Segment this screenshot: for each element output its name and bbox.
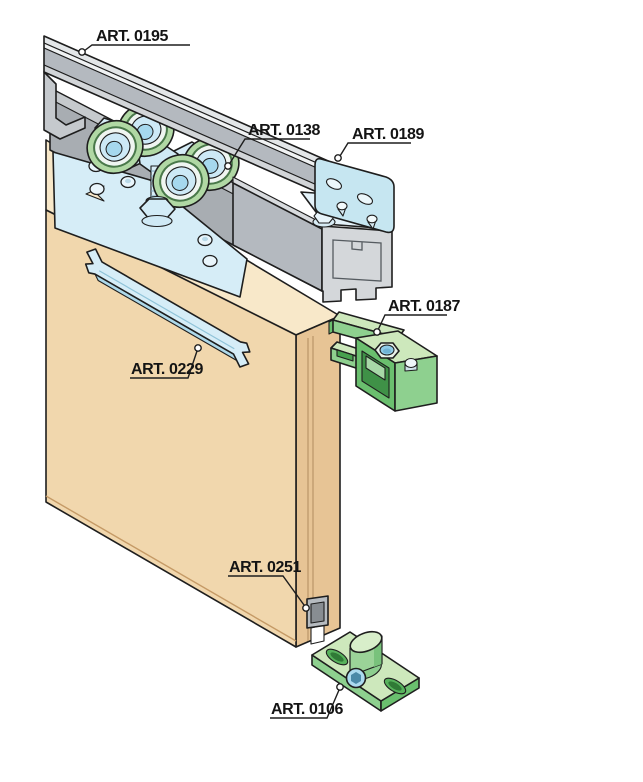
callout-0106-label: ART. 0106 [271,701,343,718]
callout-0187-label: ART. 0187 [388,298,460,315]
nut-washer [141,214,173,228]
callout-0106-marker [336,683,344,691]
callout-0195-leader [83,44,190,52]
callout-0187-marker [373,328,381,336]
callout-0229: ART. 0229 [130,344,204,379]
callout-0251-leader [228,575,305,606]
callout-0106: ART. 0106 [270,683,344,719]
callout-0106-leader [270,689,340,719]
callout-0195-label: ART. 0195 [96,28,168,45]
bracket-vertical-face [314,157,395,234]
callout-0229-marker [194,344,202,352]
callout-0138-leader [229,138,310,164]
callout-0189: ART. 0189 [334,126,425,162]
roller-wheel-front-right [152,154,210,208]
callout-0138-marker [224,162,232,170]
floor-guide-0106 [311,630,420,712]
bracket-slot-hole-2 [356,193,374,205]
door-front-face [45,209,297,648]
bottom-channel-slot [310,601,325,624]
guide-bolt-head [404,357,418,369]
callout-0189-leader [339,142,411,157]
roller-carriage-0138 [86,103,240,228]
guide-hook-notch [336,349,354,362]
plate-screw [89,182,105,196]
spanner-edge-line [98,270,235,350]
callout-0251: ART. 0251 [228,559,310,612]
track-channel-front [232,176,393,303]
callout-0195: ART. 0195 [78,28,190,56]
carriage-nut-assembly [139,195,176,228]
bottom-channel-0251 [306,595,329,645]
floorguide-slot-1-hole [330,652,344,662]
callout-0195-marker [78,48,86,56]
rail-end-hook-profile [43,71,86,140]
channel-end-face [321,225,393,303]
wall-bracket-0189 [300,157,395,234]
callout-0189-marker [334,154,342,162]
plate-screw [202,254,218,268]
floorguide-slot-2-hole [388,681,402,691]
roller-wheel-front-left [86,120,144,174]
channel-end-profile-line [332,239,382,282]
callout-0229-label: ART. 0229 [131,361,203,378]
door-bottom-groove-line [45,495,297,642]
callout-0187-leader [377,314,447,331]
callout-0251-label: ART. 0251 [229,559,301,576]
guide-bracket-0187 [328,311,438,412]
spanner-body [84,248,251,368]
callout-0251-marker [302,604,310,612]
callouts: ART. 0195 ART. 0138 ART. 0189 ART. 0187 … [78,28,461,719]
callout-0229-leader [130,350,198,379]
bracket-screw-tip-1 [336,201,348,217]
spanner-tool-0229 [84,248,251,368]
floorguide-screw-socket [351,672,361,684]
callout-0189-label: ART. 0189 [352,126,424,143]
guide-body-slot-back [365,355,386,381]
plate-screw-dimple [202,236,208,242]
guide-nut-center [383,348,391,354]
callout-0187: ART. 0187 [373,298,461,336]
callout-0138: ART. 0138 [224,122,321,170]
plate-screw-dimple [125,178,131,184]
bracket-screw-tip-2 [366,214,378,230]
callout-0138-label: ART. 0138 [248,122,320,139]
bracket-slot-hole-1 [325,178,343,190]
